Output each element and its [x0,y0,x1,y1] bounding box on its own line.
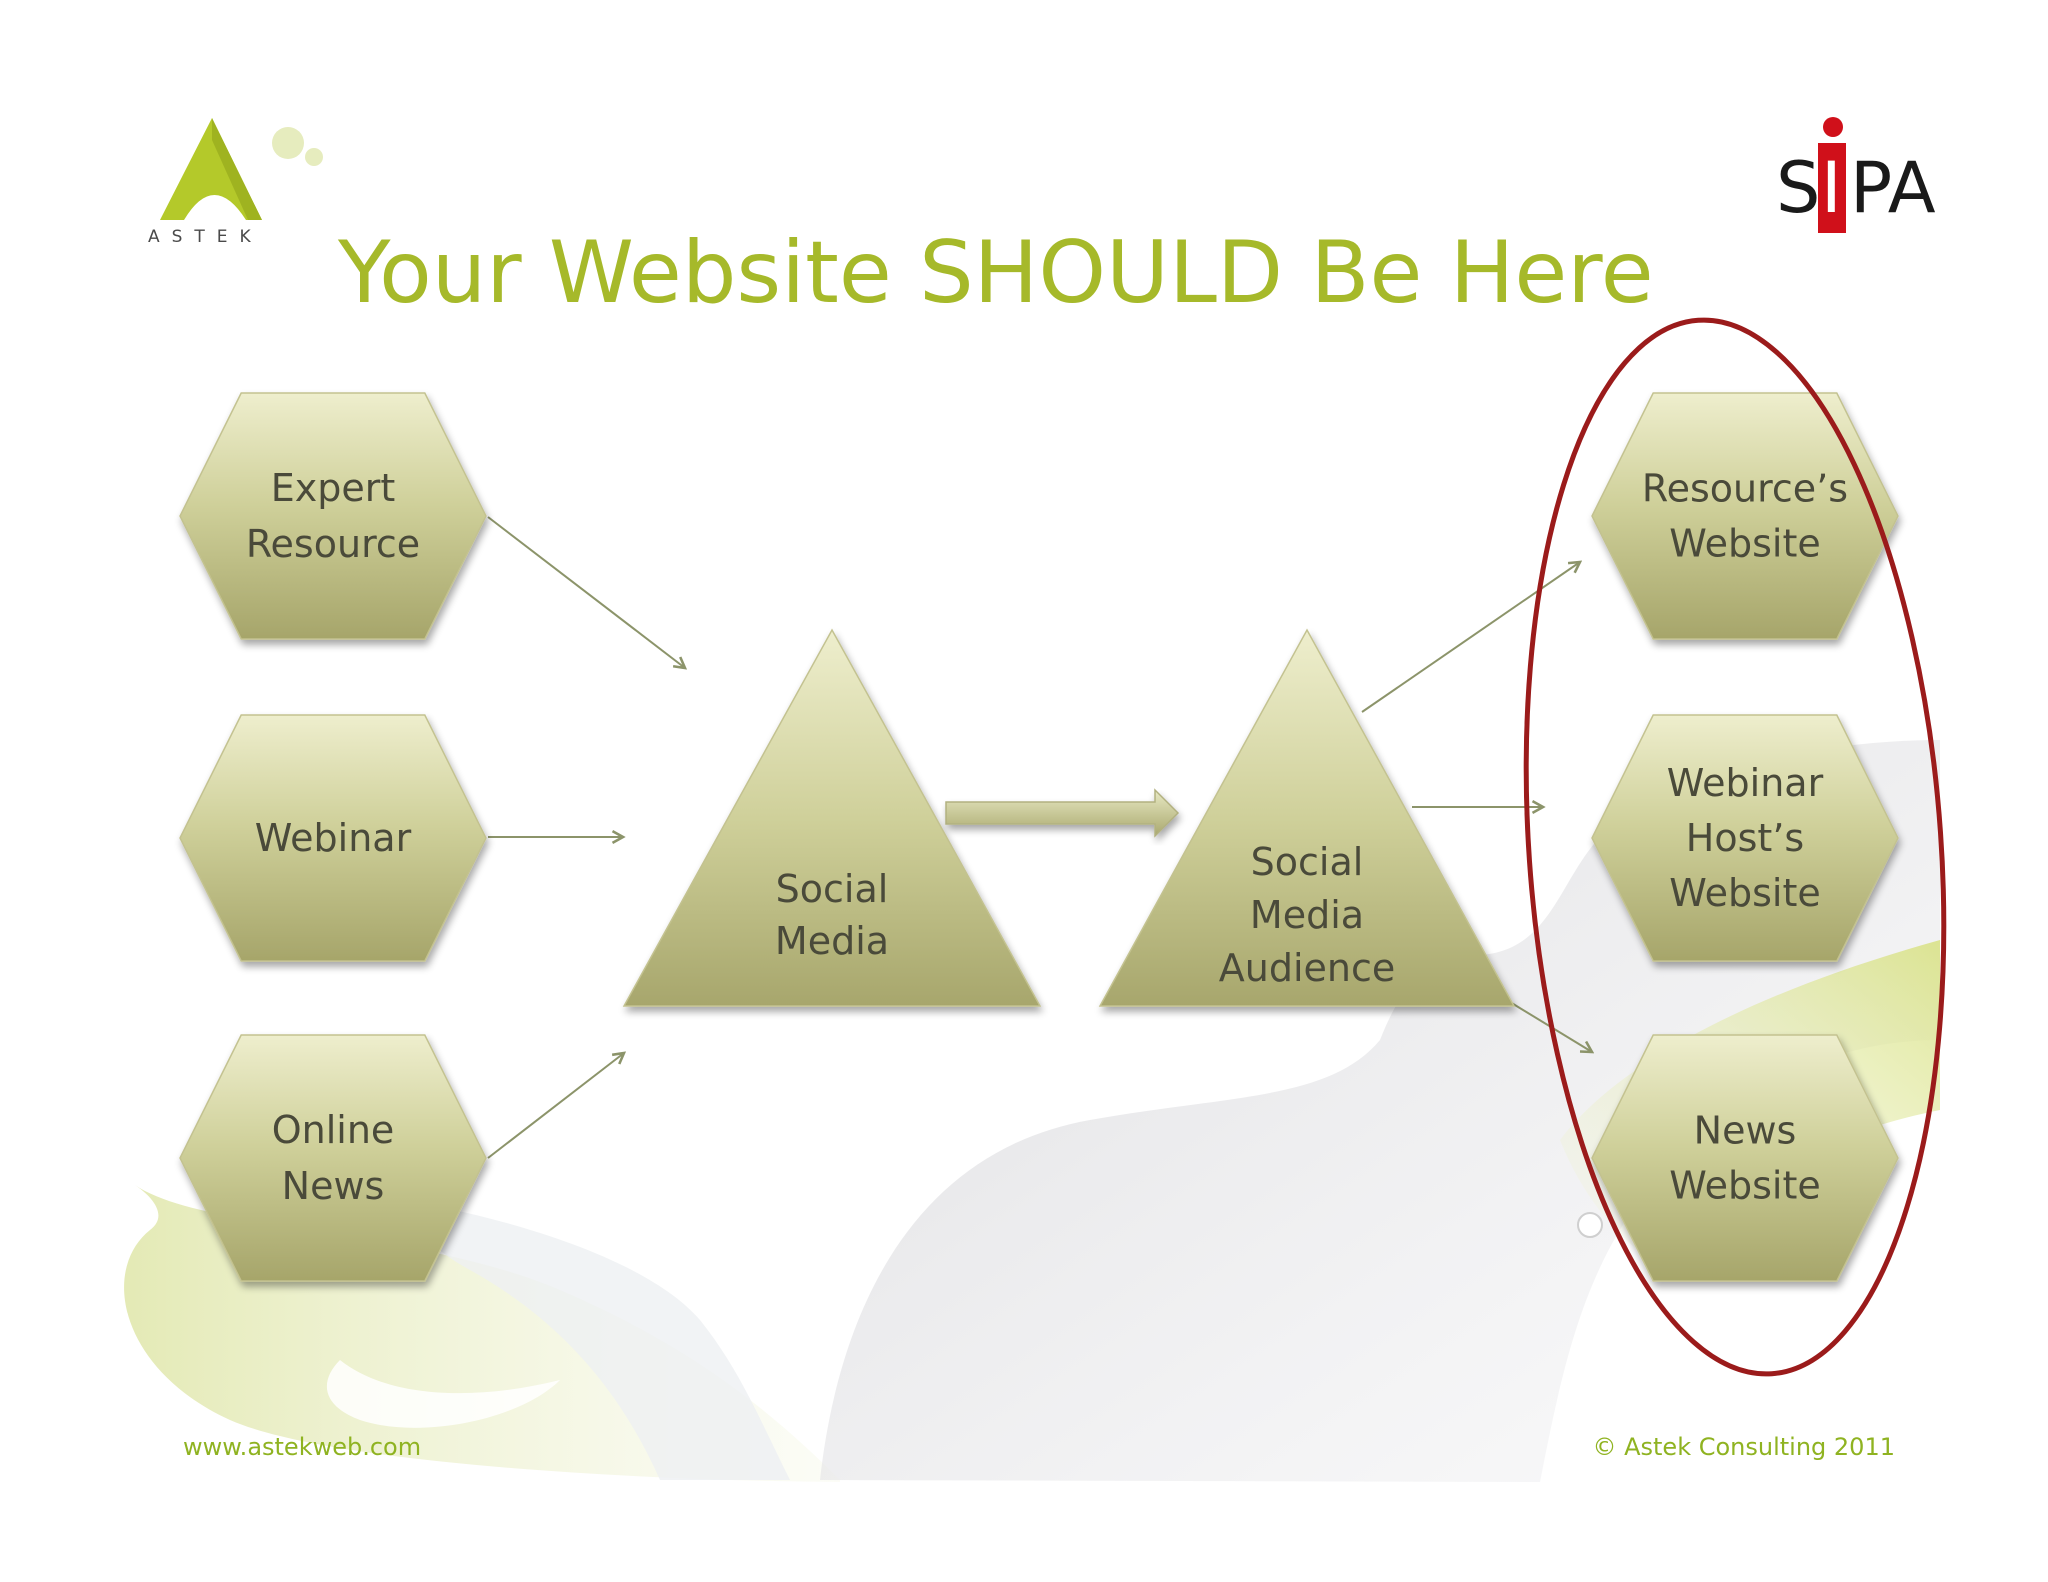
shape-label-line: Website [1669,871,1820,915]
astek-logo: ASTEK [148,118,323,247]
shape-label-line: Webinar [255,816,412,860]
highlight-ellipse [1523,317,1947,1377]
arrow-expert-to-social [487,516,685,668]
shape-label-line: Webinar [1667,761,1824,805]
hexagon-shape [179,1034,487,1282]
shape-label-line: Resource’s [1642,467,1848,511]
connectors [487,516,1592,1159]
shape-label-line: Audience [1219,946,1396,990]
hexagon-webinar: Webinar [179,714,487,962]
astek-logo-text: ASTEK [148,227,263,247]
footer-website: www.astekweb.com [183,1433,421,1461]
arrow-news-to-social [487,1053,624,1159]
svg-text:PA: PA [1850,147,1936,229]
shape-label-line: Media [775,919,889,963]
shape-label-line: Online [272,1108,395,1152]
hexagon-shape [1591,714,1899,962]
hexagon-shape [179,714,487,962]
shape-label-line: Website [1669,522,1820,566]
page-title: Your Website SHOULD Be Here [337,223,1654,323]
shape-label-line: Media [1250,893,1364,937]
triangle-shape [1098,628,1516,1007]
hexagon-shape [179,392,487,640]
svg-text:S: S [1776,147,1820,229]
shape-label-line: Host’s [1686,816,1804,860]
destinations-group: Resource’sWebsiteWebinarHost’sWebsiteNew… [1591,392,1899,1282]
shape-label-line: News [282,1164,385,1208]
shape-label-line: Social [1251,840,1364,884]
shape-label-line: Website [1669,1164,1820,1208]
hexagon-shape [1591,392,1899,640]
arrow-audience-to-resource [1361,562,1580,713]
footer-copyright: © Astek Consulting 2011 [1592,1433,1895,1461]
block-arrow [945,788,1180,838]
shape-label-line: Expert [271,466,396,510]
shape-label-line: Resource [246,522,420,566]
hexagon-shape [1591,1034,1899,1282]
sipa-logo: S I PA [1776,117,1936,233]
shape-label-line: Social [776,867,889,911]
shape-label-line: News [1694,1109,1797,1153]
svg-text:I: I [1821,147,1842,229]
triangle-shape [622,628,1042,1007]
